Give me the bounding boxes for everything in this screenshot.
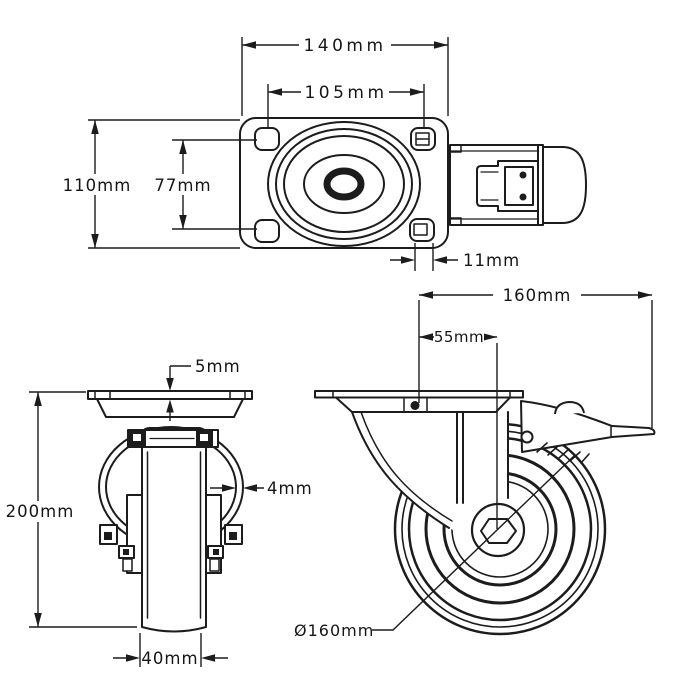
dim-label-105mm: 105mm [304,83,387,103]
dim-label-110mm: 110mm [63,176,132,195]
dim-label-200mm: 200mm [6,502,75,521]
dim-label-mask [6,501,76,522]
foot-tip-right [209,558,220,572]
fork-plate-inner-edge [360,411,453,522]
dim-105mm: 105mm [267,82,425,127]
arrowhead [410,88,424,96]
fork-plate-fill [340,412,473,540]
dim-label-11mm: 11mm [463,251,520,270]
wheel-front [141,427,207,633]
fork-leg-fill [456,412,509,504]
bolt-hole-bottom-right-detail [413,223,428,236]
arrowhead [268,88,282,96]
plate-bolt-dot [410,401,420,410]
dim-label-40mm: 40mm [141,649,198,668]
diameter-leader-line [372,455,575,631]
arrowhead [34,392,42,406]
dim-label-55mm: 55mm [434,328,484,346]
dim-55mm: 55mm [419,327,497,346]
dim-label-mask [301,82,389,102]
dim-40-lines [113,633,228,667]
brake-screw-bottom [519,193,527,201]
brake-serrations [536,442,590,464]
bolt-hole-top-left [254,127,280,151]
dim-160mm: 160mm [419,284,652,305]
dim-40mm: 40mm [113,633,228,668]
dim-label-mask [152,174,214,195]
brake-pedal-bracket-steps [480,171,499,201]
dim-label-mask [60,174,135,195]
side-extension-lines [418,300,653,529]
brake-housing-side [520,400,656,453]
dim-label-mask [493,284,581,305]
brake-screw-top [519,171,527,179]
brake-tab-bump [554,401,585,415]
dim-label-4mm: 4mm [267,479,313,498]
plate-end-ticks [332,390,511,399]
top-plate-front [87,390,253,400]
bolt-hole-bottom-left [254,219,280,243]
arrowhead [222,484,236,492]
brake-housing-notches [447,144,462,226]
front-view: 5mm 200mm 4mm 40mm [6,357,313,668]
side-view: 160mm 55mm Ø160mm [294,284,656,640]
arrowhead [34,613,42,627]
arrowhead [433,256,447,264]
bearing-seals [129,431,213,446]
arrowhead [91,120,99,134]
arrowhead [419,291,433,299]
dim-label-diameter-160mm: Ø160mm [294,621,374,640]
dim-110mm: 110mm [60,119,240,249]
arrowhead [91,234,99,248]
plate-ticks [94,390,246,400]
dim-11mm: 11mm [390,243,520,271]
arrowhead [166,378,174,391]
bearing-raceway-ring [303,154,385,214]
dim-5mm: 5mm [166,357,240,421]
arrowhead [638,291,652,299]
fork-plate-front-edge [351,411,450,529]
arrowhead [419,333,433,341]
bearing-raceway-ring [283,135,405,233]
dim-11-lines [390,243,458,271]
foot-tip-left [122,558,133,572]
arrowhead [243,484,257,492]
bearing-raceway-ring [275,128,413,240]
arrowhead [242,41,256,49]
dim-diameter-160mm: Ø160mm [294,455,575,640]
head-bolt-pocket [403,396,428,413]
dim-label-mask [299,35,391,55]
brake-pedal-bracket [476,160,539,212]
dim-5-lines [169,365,191,421]
arrowhead [179,140,187,154]
kingpin-ring [323,167,365,201]
dim-label-77mm: 77mm [154,176,211,195]
dim-4mm: 4mm [210,479,313,498]
fork-leg-left-edges [456,411,464,504]
arrowhead [166,399,174,413]
dim-label-140mm: 140mm [303,36,386,56]
dim-label-160mm: 160mm [503,286,572,305]
tire-sidewall-lines [146,451,202,619]
brake-pedal-bracket-inner [504,166,534,206]
arrowhead [126,654,140,662]
dim-77mm: 77mm [152,139,257,230]
arrowhead [401,256,415,264]
dim-label-mask [434,327,484,346]
mounting-plate-outline [239,117,449,249]
bearing-raceway-ring [267,121,421,247]
dim-200mm: 200mm [6,391,137,628]
dim-label-5mm: 5mm [195,357,241,376]
arrowhead [483,333,497,341]
bearing-seal-notches [133,434,208,441]
swivel-head [335,396,511,413]
arrowhead [179,215,187,229]
arrowhead [201,654,215,662]
top-plan-view: 140mm 105mm 110mm 77mm [60,35,587,271]
dim-140mm: 140mm [241,35,449,116]
brake-pedal-end-cap [542,146,587,224]
arrowhead [434,41,448,49]
brake-pivot-hole [520,430,534,444]
